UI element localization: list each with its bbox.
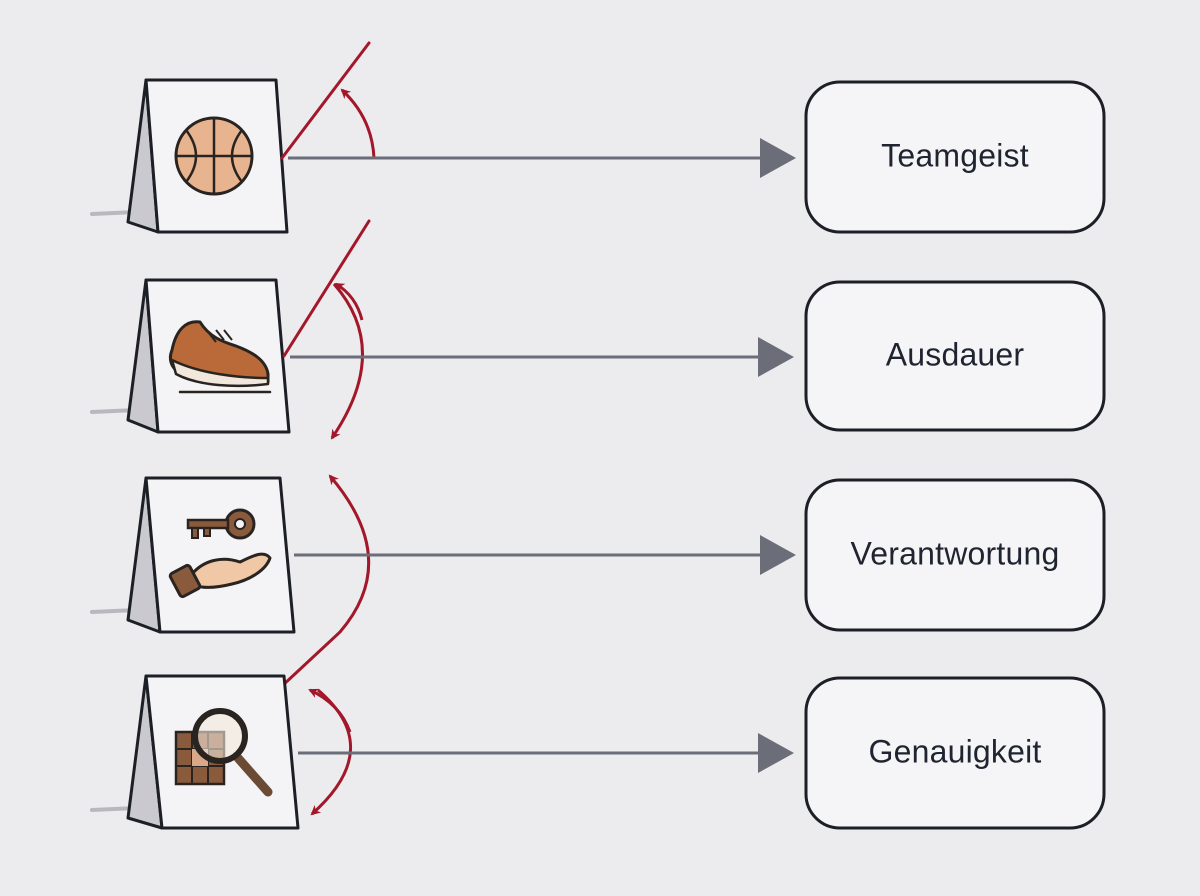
basketball-icon xyxy=(174,116,254,196)
magnifier-grid-icon xyxy=(174,708,273,797)
rotation-indicator xyxy=(280,41,376,160)
concept-box: Genauigkeit xyxy=(804,676,1106,830)
rotation-indicator xyxy=(308,688,353,816)
rotation-indicator xyxy=(280,474,371,688)
connector-arrow xyxy=(294,535,796,575)
rotation-indicator xyxy=(282,219,371,440)
row-verantwortung: Verantwortung xyxy=(90,474,1106,688)
concept-label: Teamgeist xyxy=(881,137,1029,173)
row-genauigkeit: Genauigkeit xyxy=(90,674,1106,830)
concept-box: Teamgeist xyxy=(804,80,1106,234)
key-in-hand-icon xyxy=(168,508,272,599)
concept-label: Genauigkeit xyxy=(869,733,1042,769)
concept-box: Verantwortung xyxy=(804,478,1106,632)
concept-label: Verantwortung xyxy=(851,535,1060,571)
running-shoe-icon xyxy=(168,320,272,394)
connector-arrow xyxy=(290,337,794,377)
concept-label: Ausdauer xyxy=(886,336,1025,372)
connector-arrow xyxy=(298,733,794,773)
row-ausdauer: Ausdauer xyxy=(90,219,1106,440)
concept-box: Ausdauer xyxy=(804,280,1106,432)
row-teamgeist: Teamgeist xyxy=(90,41,1106,234)
connector-arrow xyxy=(288,138,796,178)
